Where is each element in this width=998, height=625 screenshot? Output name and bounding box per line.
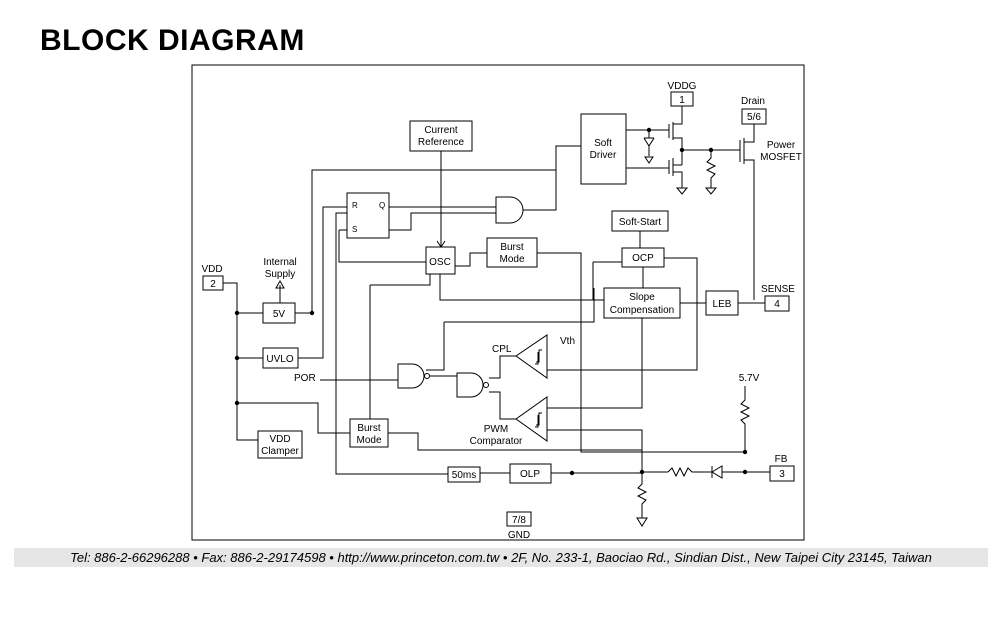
power-mosfet-line2: MOSFET — [760, 152, 802, 163]
pin-fb-label: FB — [775, 454, 788, 465]
footer-bar — [14, 548, 988, 567]
fb-resistor-icon — [667, 466, 706, 478]
burst-mode-bottom-block: Burst Mode — [349, 418, 389, 448]
rs-flip-flop: R S Q — [346, 192, 390, 239]
pin-vdd: VDD 2 — [201, 264, 224, 291]
pin-fb: FB 3 — [769, 454, 795, 482]
pwm-comparator-line2: Comparator — [470, 436, 523, 447]
gate-resistor-icon — [704, 150, 718, 195]
ocp-block: OCP — [621, 247, 665, 268]
pin-drain-number: 5/6 — [747, 112, 761, 123]
nand-gate-2 — [456, 372, 484, 398]
olp-block: OLP — [509, 463, 552, 484]
soft-start-block: Soft-Start — [611, 210, 669, 232]
current-reference-line1: Current — [424, 125, 458, 136]
internal-supply-label: Internal Supply — [263, 257, 296, 280]
fb-diode-icon — [706, 465, 745, 479]
slope-compensation-block: Slope Compensation — [603, 287, 681, 319]
cpl-label: CPL — [492, 344, 512, 355]
leb-label: LEB — [713, 299, 732, 310]
footer-contact-info: Tel: 886-2-66296288 • Fax: 886-2-2917459… — [70, 550, 932, 565]
pwm-comparator-line1: PWM — [484, 424, 508, 435]
leb-block: LEB — [705, 290, 739, 316]
ocp-label: OCP — [632, 253, 654, 264]
pwm-comparator — [515, 396, 548, 442]
power-mosfet-line1: Power — [767, 140, 796, 151]
flip-flop-s: S — [352, 225, 357, 234]
pin-vdd-number: 2 — [210, 279, 216, 290]
wiring — [223, 145, 770, 475]
zener-diode-icon — [643, 130, 655, 164]
osc-block: OSC — [425, 246, 456, 275]
power-mosfet-icon — [682, 124, 755, 300]
pin-gnd-label: GND — [508, 530, 530, 541]
burst-mode-top-line1: Burst — [500, 242, 524, 253]
ground-resistor-icon — [636, 472, 648, 527]
flip-flop-r: R — [352, 201, 358, 210]
internal-supply-line2: Supply — [265, 269, 296, 280]
vdd-clamper-line2: Clamper — [261, 446, 299, 457]
v57-label: 5.7V — [739, 373, 760, 384]
page-title: BLOCK DIAGRAM — [40, 24, 305, 57]
pin-drain: Drain 5/6 — [741, 96, 767, 125]
pullup-resistor-icon — [739, 386, 751, 450]
burst-mode-top-block: Burst Mode — [486, 237, 538, 268]
uvlo-block: UVLO — [262, 347, 299, 369]
pin-fb-number: 3 — [779, 469, 785, 480]
soft-start-label: Soft-Start — [619, 217, 661, 228]
pin-drain-label: Drain — [741, 96, 765, 107]
vth-label: Vth — [560, 336, 575, 347]
osc-label: OSC — [429, 257, 451, 268]
pin-gnd: 7/8 GND — [506, 511, 532, 541]
por-label: POR — [294, 373, 316, 384]
pin-gnd-number: 7/8 — [512, 515, 526, 526]
pin-sense-number: 4 — [774, 299, 780, 310]
cpl-comparator — [515, 334, 548, 379]
burst-mode-bottom-line1: Burst — [357, 423, 381, 434]
uvlo-label: UVLO — [266, 354, 293, 365]
diagram-frame — [191, 64, 805, 541]
burst-mode-top-line2: Mode — [499, 254, 524, 265]
pin-sense-label: SENSE — [761, 284, 795, 295]
pin-sense: SENSE 4 — [761, 284, 795, 312]
pin-vddg-number: 1 — [679, 95, 685, 106]
junction-dots — [234, 127, 748, 476]
current-reference-block: Current Reference — [409, 120, 473, 152]
internal-supply-line1: Internal — [263, 257, 296, 268]
regulator-5v-block: 5V — [262, 302, 296, 324]
pin-vddg: VDDG 1 — [668, 81, 697, 107]
slope-compensation-line1: Slope — [629, 292, 655, 303]
soft-driver-transistors — [626, 106, 689, 195]
vdd-clamper-block: VDD Clamper — [257, 430, 303, 459]
current-reference-line2: Reference — [418, 137, 465, 148]
burst-mode-bottom-line2: Mode — [356, 435, 381, 446]
pin-vdd-label: VDD — [201, 264, 222, 275]
soft-driver-line1: Soft — [594, 138, 612, 149]
timer-50ms-label: 50ms — [452, 470, 476, 481]
slope-compensation-line2: Compensation — [610, 305, 674, 316]
soft-driver-block: Soft Driver — [580, 113, 627, 185]
power-mosfet-label: Power MOSFET — [760, 140, 802, 163]
flip-flop-q: Q — [379, 201, 385, 210]
and-gate-top — [495, 196, 524, 224]
timer-50ms-block: 50ms — [447, 466, 481, 483]
nand-gate-1 — [397, 363, 425, 389]
pin-vddg-label: VDDG — [668, 81, 697, 92]
vdd-clamper-line1: VDD — [269, 434, 290, 445]
soft-driver-line2: Driver — [590, 150, 617, 161]
olp-label: OLP — [520, 469, 540, 480]
regulator-5v-label: 5V — [273, 309, 286, 320]
